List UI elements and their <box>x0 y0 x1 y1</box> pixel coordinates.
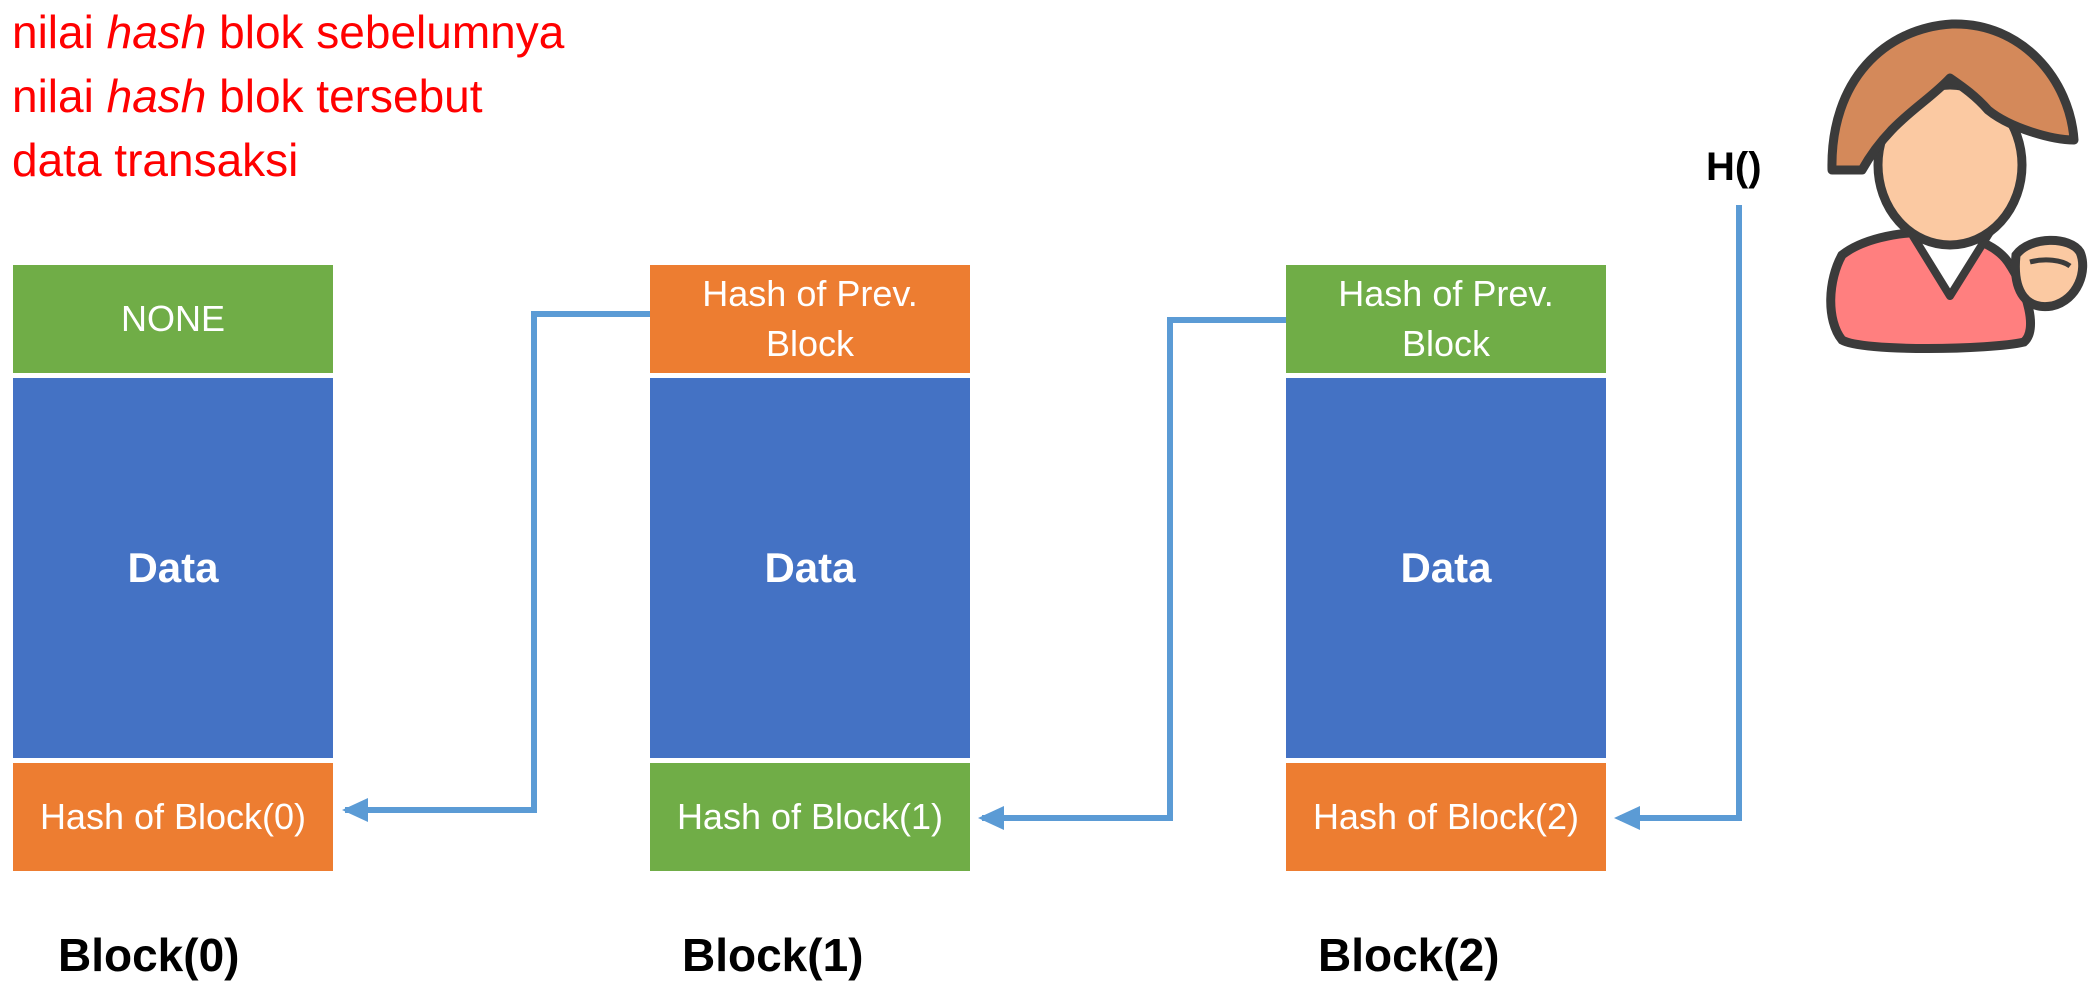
arrow-hash-function-to-block2 <box>1620 205 1742 821</box>
block2-data-cell: Data <box>1286 378 1606 758</box>
block1-prev-hash-cell: Hash of Prev. Block <box>650 265 970 373</box>
block1-data-text: Data <box>764 544 856 591</box>
block1-label: Block(1) <box>682 929 864 981</box>
block2-label: Block(2) <box>1318 929 1500 981</box>
block1-data-cell: Data <box>650 378 970 758</box>
arrow-head-block0 <box>342 798 368 822</box>
legend-block-hash: nilai hash blok tersebut <box>12 70 483 122</box>
block2-hash-cell: Hash of Block(2) <box>1286 763 1606 871</box>
arrow-block1-to-block0 <box>345 311 650 813</box>
block0-prev-hash-cell: NONE <box>13 265 333 373</box>
legend: nilai hash blok sebelumnya nilai hash bl… <box>12 0 564 192</box>
block0-data-cell: Data <box>13 378 333 758</box>
block1-prev-hash-text: Hash of Prev. Block <box>702 273 918 364</box>
arrow-head-block1 <box>978 806 1004 830</box>
block2-hash-text: Hash of Block(2) <box>1312 796 1580 837</box>
block0-hash-cell: Hash of Block(0) <box>13 763 333 871</box>
block2-data-text: Data <box>1400 544 1492 591</box>
block0-data-text: Data <box>127 544 219 591</box>
arrow-block2-to-block1 <box>982 317 1286 821</box>
block0-hash-text: Hash of Block(0) <box>39 796 307 837</box>
hash-function-label: H() <box>1706 145 1762 189</box>
block0-prev-hash-text: NONE <box>120 298 225 339</box>
block1-hash-cell: Hash of Block(1) <box>650 763 970 871</box>
legend-transaction-data: data transaksi <box>12 134 299 186</box>
block0-label: Block(0) <box>58 929 240 981</box>
block1-hash-text: Hash of Block(1) <box>676 796 944 837</box>
block2-prev-hash-text: Hash of Prev. Block <box>1338 273 1554 364</box>
arrow-head-block2 <box>1614 806 1640 830</box>
legend-previous-hash: nilai hash blok sebelumnya <box>12 6 565 58</box>
block2-prev-hash-cell: Hash of Prev. Block <box>1286 265 1606 373</box>
